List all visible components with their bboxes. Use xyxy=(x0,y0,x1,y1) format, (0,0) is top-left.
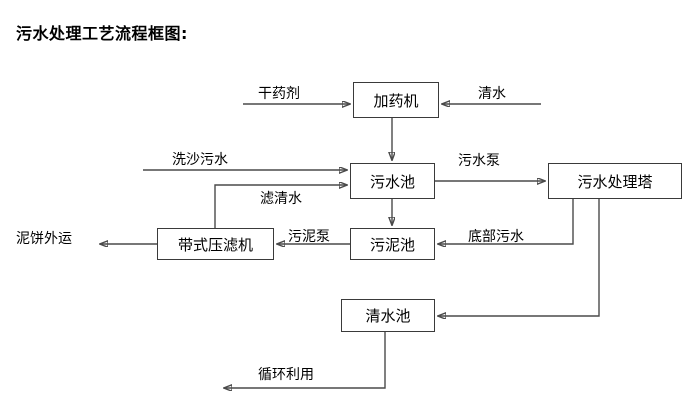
edge-label-recycle-reuse: 循环利用 xyxy=(258,367,314,383)
wire-tower-to-sludge-pool xyxy=(438,199,574,244)
edge-label-sludge-pump: 污泥泵 xyxy=(288,229,330,245)
node-sludge-pool[interactable]: 污泥池 xyxy=(350,228,435,260)
edge-label-clean-water-in: 清水 xyxy=(478,86,506,102)
edge-label-dry-reagent: 干药剂 xyxy=(258,86,300,102)
page-title: 污水处理工艺流程框图: xyxy=(16,24,188,43)
edge-label-bottom-sewage: 底部污水 xyxy=(468,229,524,245)
edge-label-sand-wash-sewage: 洗沙污水 xyxy=(172,152,228,168)
wire-clean-water-pool-to-recycle xyxy=(224,332,386,388)
node-sewage-pool[interactable]: 污水池 xyxy=(350,163,435,199)
node-belt-filter-press[interactable]: 带式压滤机 xyxy=(157,228,274,260)
node-label: 污水池 xyxy=(369,172,415,191)
node-clean-water-pool[interactable]: 清水池 xyxy=(341,299,435,332)
edge-label-filtrate-water: 滤清水 xyxy=(260,191,302,207)
wire-filter-press-to-sewage-pool xyxy=(214,185,347,228)
node-label: 带式压滤机 xyxy=(177,235,253,254)
node-label: 清水池 xyxy=(365,307,411,325)
wire-tower-to-clean-water-pool xyxy=(438,199,600,316)
node-label: 污水处理塔 xyxy=(577,172,653,191)
edge-label-sewage-pump: 污水泵 xyxy=(458,153,500,169)
edge-label-mud-cake-outbound: 泥饼外运 xyxy=(16,231,72,247)
node-label: 污泥池 xyxy=(369,235,415,254)
node-sewage-treatment-tower[interactable]: 污水处理塔 xyxy=(548,163,682,199)
node-label: 加药机 xyxy=(373,91,419,110)
node-dosing-machine[interactable]: 加药机 xyxy=(353,82,439,118)
